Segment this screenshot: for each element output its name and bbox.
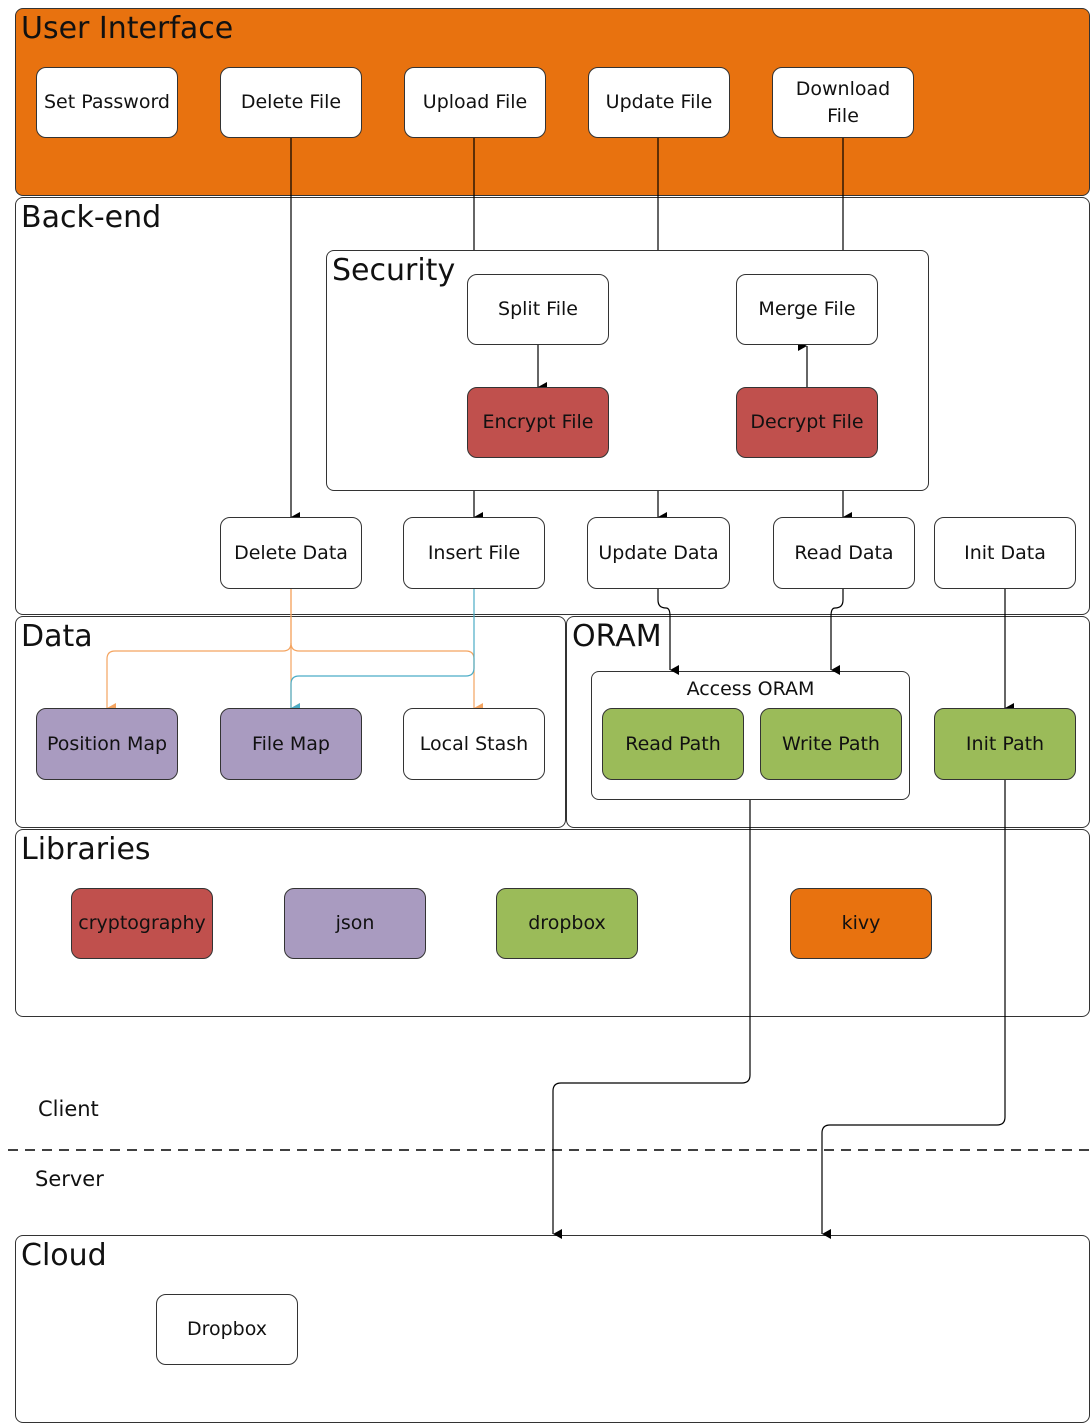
merge-file-box: Merge File [736, 274, 878, 345]
download-file-box: Download File [772, 67, 914, 138]
position-map-box: Position Map [36, 708, 178, 780]
user-interface-title: User Interface [21, 11, 234, 46]
delete-data-box: Delete Data [220, 517, 362, 589]
update-data-box: Update Data [587, 517, 730, 589]
security-title: Security [332, 253, 456, 288]
encrypt-file-box: Encrypt File [467, 387, 609, 458]
delete-file-box: Delete File [220, 67, 362, 138]
dropbox-cloud-box: Dropbox [156, 1294, 298, 1365]
local-stash-box: Local Stash [403, 708, 545, 780]
data-title: Data [21, 619, 93, 654]
set-password-box: Set Password [36, 67, 178, 138]
decrypt-file-box: Decrypt File [736, 387, 878, 458]
kivy-library-box: kivy [790, 888, 932, 959]
update-file-box: Update File [588, 67, 730, 138]
json-library-box: json [284, 888, 426, 959]
cryptography-library-box: cryptography [71, 888, 213, 959]
server-label: Server [35, 1167, 104, 1191]
cloud-title: Cloud [21, 1238, 107, 1273]
read-data-box: Read Data [773, 517, 915, 589]
insert-file-box: Insert File [403, 517, 545, 589]
split-file-box: Split File [467, 274, 609, 345]
init-path-box: Init Path [934, 708, 1076, 780]
upload-file-box: Upload File [404, 67, 546, 138]
read-path-box: Read Path [602, 708, 744, 780]
libraries-title: Libraries [21, 832, 151, 867]
write-path-box: Write Path [760, 708, 902, 780]
init-data-box: Init Data [934, 517, 1076, 589]
access-oram-title: Access ORAM [686, 678, 815, 700]
client-label: Client [38, 1097, 99, 1121]
dropbox-library-box: dropbox [496, 888, 638, 959]
file-map-box: File Map [220, 708, 362, 780]
oram-title: ORAM [572, 619, 662, 654]
backend-title: Back-end [21, 200, 162, 235]
